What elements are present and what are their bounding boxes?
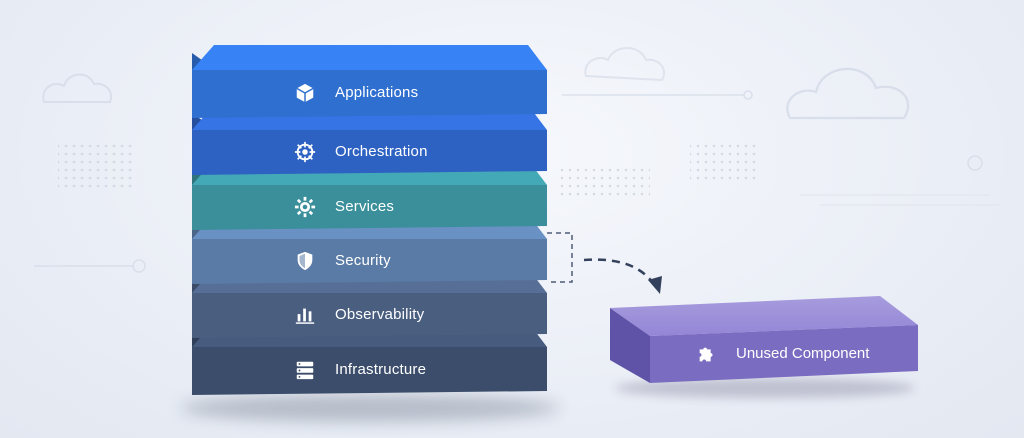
dot-grid-center [560, 168, 650, 200]
server-icon [294, 359, 316, 381]
layer-label-services: Services [335, 197, 395, 215]
layer-front-face [192, 347, 547, 395]
layer-front-face [192, 70, 547, 118]
cloud-icon [786, 67, 910, 120]
layer-front-face [192, 185, 547, 230]
layer-label-security: Security [335, 251, 391, 269]
layer-front-face [192, 130, 547, 175]
package-icon [294, 82, 316, 104]
layer-stack [192, 45, 547, 395]
bar-chart-icon [294, 304, 316, 326]
unused-component-block [610, 296, 918, 383]
shield-icon [294, 250, 316, 272]
layer-applications [192, 45, 547, 118]
layer-front-face [192, 239, 547, 284]
puzzle-icon [696, 343, 718, 365]
layer-top-face [192, 45, 547, 70]
layer-front-face [192, 293, 547, 338]
layer-label-observability: Observability [335, 305, 425, 323]
dashed-arrow [583, 258, 657, 287]
dot-grid-right [690, 140, 760, 180]
layer-label-infrastructure: Infrastructure [335, 361, 427, 378]
cloud-icon [42, 73, 112, 103]
dot-grid-left [58, 140, 132, 192]
arrowhead-icon [648, 276, 662, 294]
helm-wheel-icon [294, 141, 316, 163]
gear-icon [294, 196, 316, 218]
background-decoration [34, 47, 1000, 273]
layer-label-applications: Applications [335, 84, 419, 101]
detach-connector [547, 232, 662, 294]
cloud-icon [584, 47, 665, 82]
unused-component-label: Unused Component [736, 345, 870, 362]
layer-label-orchestration: Orchestration [335, 142, 428, 160]
